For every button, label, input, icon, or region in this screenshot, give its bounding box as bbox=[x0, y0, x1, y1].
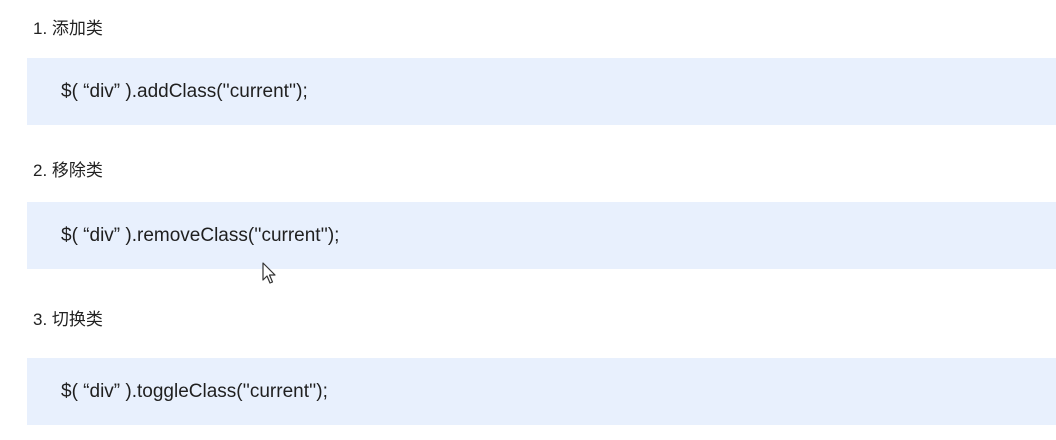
code-block-remove-class: $( “div” ).removeClass(''current''); bbox=[27, 202, 1056, 269]
code-text-add-class: $( “div” ).addClass(''current''); bbox=[61, 80, 308, 102]
section-heading-add-class: 1. 添加类 bbox=[33, 19, 103, 38]
section-heading-remove-class: 2. 移除类 bbox=[33, 161, 103, 180]
code-text-toggle-class: $( “div” ).toggleClass(''current''); bbox=[61, 380, 328, 402]
code-block-toggle-class: $( “div” ).toggleClass(''current''); bbox=[27, 358, 1056, 425]
section-heading-toggle-class: 3. 切换类 bbox=[33, 310, 103, 329]
code-block-add-class: $( “div” ).addClass(''current''); bbox=[27, 58, 1056, 125]
code-text-remove-class: $( “div” ).removeClass(''current''); bbox=[61, 224, 340, 246]
mouse-pointer-icon bbox=[262, 262, 276, 284]
